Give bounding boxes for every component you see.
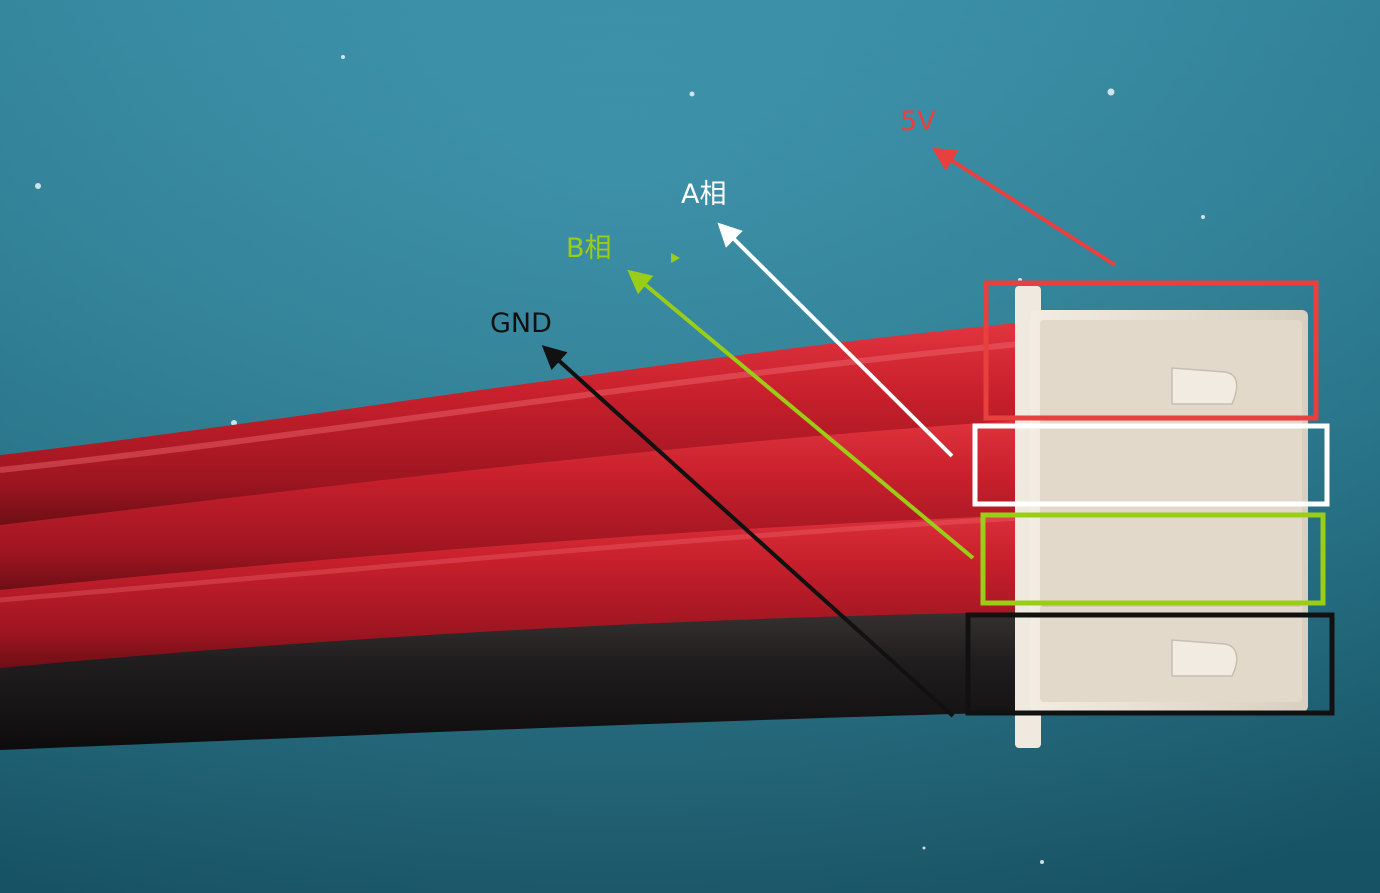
arrow-gnd [541, 345, 955, 718]
red-wire-middle [0, 414, 1025, 590]
red-wire-lower [0, 500, 1025, 668]
label-a-phase: A相 [681, 179, 727, 210]
highlight-box-b-phase [980, 512, 1326, 606]
highlight-box-gnd [965, 612, 1335, 716]
black-wire [0, 604, 1025, 750]
arrow-b-phase [627, 269, 975, 560]
red-wire-upper [0, 322, 1025, 525]
label-b-phase: B相 [566, 233, 612, 264]
label-gnd: GND [490, 308, 552, 339]
wire-highlight [0, 515, 1021, 603]
highlight-box-a-phase [972, 423, 1330, 507]
speck-arrow [671, 253, 680, 263]
arrow-a-phase [717, 222, 954, 458]
highlight-box-5v [983, 280, 1319, 421]
arrow-5v [931, 147, 1117, 267]
label-5v: 5V [900, 106, 936, 137]
